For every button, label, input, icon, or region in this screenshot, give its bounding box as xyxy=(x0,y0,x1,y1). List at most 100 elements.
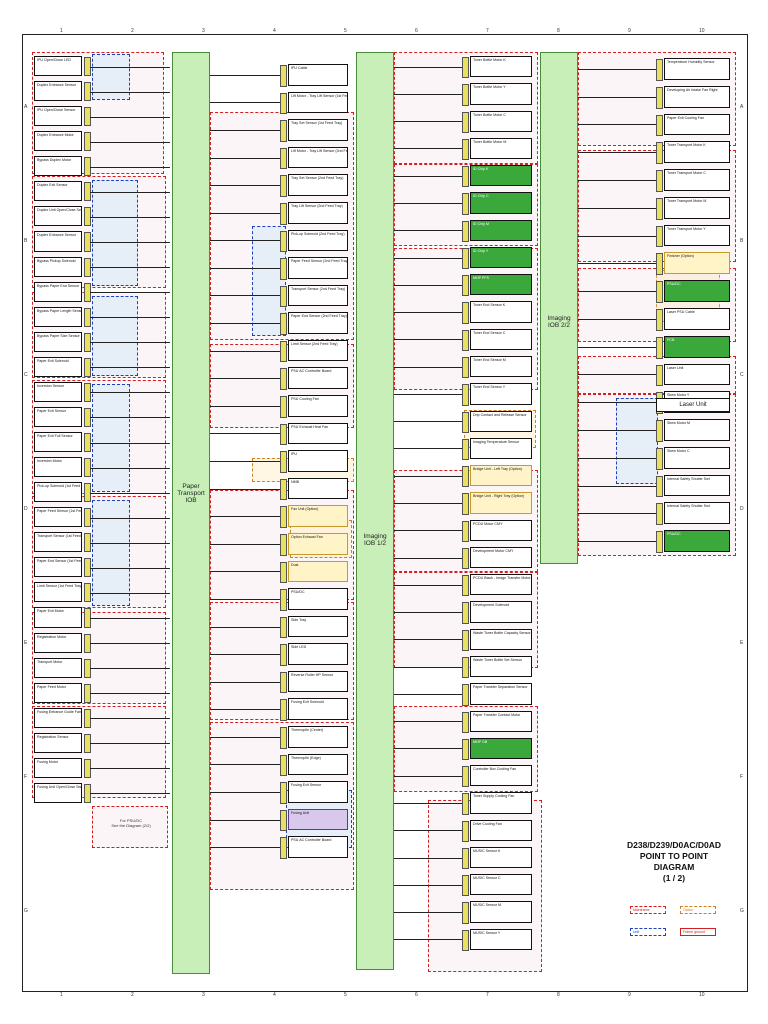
zone-psu-note xyxy=(92,806,168,848)
middle-component-20: Side Tray xyxy=(288,615,348,638)
right-connector xyxy=(656,197,663,220)
middle-connector xyxy=(280,754,287,777)
right-wire xyxy=(578,124,656,126)
middle-connector xyxy=(280,478,287,501)
imaging-component-14: Imaging Temperature Sensor xyxy=(470,437,532,460)
left-connector xyxy=(84,332,91,352)
zone-fusing xyxy=(210,722,354,890)
right-wire xyxy=(578,207,656,209)
middle-connector xyxy=(280,644,287,666)
right-component-8: PSU/DC xyxy=(664,280,730,302)
middle-wire xyxy=(210,350,280,352)
imaging-wire xyxy=(394,912,462,914)
right-component-1: Developing Air Intake Fan Right xyxy=(664,85,730,108)
middle-component-24: Thermopile (Center) xyxy=(288,726,348,748)
left-component-7: Duplex Entrance Sensor xyxy=(34,231,82,252)
middle-component-6: Pick-up Solenoid (2nd Feed Tray) xyxy=(288,229,348,252)
row-letter-left: D xyxy=(24,506,28,512)
middle-connector xyxy=(280,451,287,473)
left-component-3: Duplex Entrance Motor xyxy=(34,131,82,152)
middle-component-13: PSU Exhaust Heat Fan xyxy=(288,422,348,445)
imaging-connector xyxy=(462,57,469,79)
left-component-29: Fusing Unit Open/Close Switch xyxy=(34,782,82,803)
middle-component-22: Reverse Roller HP Sensor xyxy=(288,670,348,693)
row-letter-left: G xyxy=(24,908,28,914)
left-wire xyxy=(90,643,170,645)
left-component-17: Pick-up Solenoid (1st Feed Tray) xyxy=(34,482,82,503)
laser-unit-label: Laser Unit xyxy=(656,398,730,412)
middle-wire xyxy=(210,378,280,380)
middle-connector xyxy=(280,258,287,280)
imaging-connector xyxy=(462,193,469,215)
middle-wire xyxy=(210,74,280,76)
middle-component-7: Paper Feed Sensor (2nd Feed Tray) xyxy=(288,257,348,279)
right-connector xyxy=(656,142,663,165)
left-component-23: Registration Motor xyxy=(34,632,82,653)
left-wire xyxy=(90,267,170,269)
left-component-26: Fusing Entrance Guide Fan xyxy=(34,707,82,728)
right-component-11: Laser Unit xyxy=(664,363,730,386)
middle-wire xyxy=(210,461,280,462)
row-letter-left: C xyxy=(24,372,28,378)
imaging-connector xyxy=(462,84,469,106)
right-connector xyxy=(656,253,663,276)
right-wire xyxy=(578,68,656,70)
imaging-connector xyxy=(462,575,469,597)
imaging-component-26: Controller Box Cooling Fan xyxy=(470,765,532,787)
imaging-connector xyxy=(462,384,469,406)
title-line-1: D238/D239/D0AC/D0AD xyxy=(626,840,721,850)
imaging-component-6: ID Chip M xyxy=(470,219,532,241)
imaging-connector xyxy=(462,466,469,488)
imaging-wire xyxy=(394,584,462,586)
middle-component-26: Fusing Exit Sensor xyxy=(288,781,348,803)
left-component-20: Paper End Sensor (1st Feed Tray) xyxy=(34,557,82,578)
left-component-9: Bypass Paper End Sensor xyxy=(34,281,82,302)
right-wire xyxy=(578,541,656,543)
row-letter-left: F xyxy=(24,774,28,780)
left-wire xyxy=(90,242,170,243)
imaging-connector xyxy=(462,438,469,461)
right-connector xyxy=(656,475,663,498)
column-number-top: 1 xyxy=(60,28,63,34)
left-component-0: IPU Open/Close LED xyxy=(34,56,82,77)
right-wire xyxy=(578,374,656,376)
middle-wire xyxy=(210,102,280,104)
left-wire xyxy=(90,141,170,143)
middle-wire xyxy=(210,295,280,297)
right-connector xyxy=(656,114,663,137)
imaging-component-9: Toner End Sensor K xyxy=(470,301,532,323)
paper-transport-label: Paper Transport IOB xyxy=(177,483,205,504)
right-wire xyxy=(578,96,656,98)
imaging-component-29: MUSIC Sensor K xyxy=(470,846,532,869)
legend-option: Option xyxy=(680,906,716,914)
imaging-connector xyxy=(462,138,469,161)
left-component-28: Fusing Motor xyxy=(34,757,82,778)
middle-connector xyxy=(280,340,287,363)
right-connector xyxy=(656,531,663,553)
legend-unit: Unit xyxy=(630,928,666,936)
column-number-top: 4 xyxy=(273,28,276,34)
zone-paper-exit-unit xyxy=(92,384,130,492)
left-wire xyxy=(90,116,170,118)
middle-component-3: Lift Motor - Tray Lift Sensor (2nd Feed … xyxy=(288,146,348,169)
middle-connector xyxy=(280,368,287,391)
middle-component-5: Tray Lift Sensor (2nd Feed Tray) xyxy=(288,201,348,224)
zone-finisher-frame xyxy=(578,268,736,342)
right-connector xyxy=(656,447,663,470)
imaging-component-2: Toner Bottle Motor C xyxy=(470,110,532,132)
row-letter-left: E xyxy=(24,640,28,646)
left-wire xyxy=(90,342,170,344)
right-component-10: PCB xyxy=(664,335,730,358)
middle-connector xyxy=(280,727,287,749)
right-connector xyxy=(656,420,663,442)
middle-connector xyxy=(280,671,287,694)
row-letter-right: A xyxy=(740,104,744,110)
row-letter-left: B xyxy=(24,238,28,244)
middle-component-0: IPU Cable xyxy=(288,64,348,86)
row-letter-left: A xyxy=(24,104,28,110)
row-letter-right: E xyxy=(740,640,744,646)
imaging-connector xyxy=(462,329,469,351)
middle-connector xyxy=(280,175,287,197)
legend-mainframe: Mainframe xyxy=(630,906,666,914)
column-number-bottom: 5 xyxy=(344,992,347,998)
